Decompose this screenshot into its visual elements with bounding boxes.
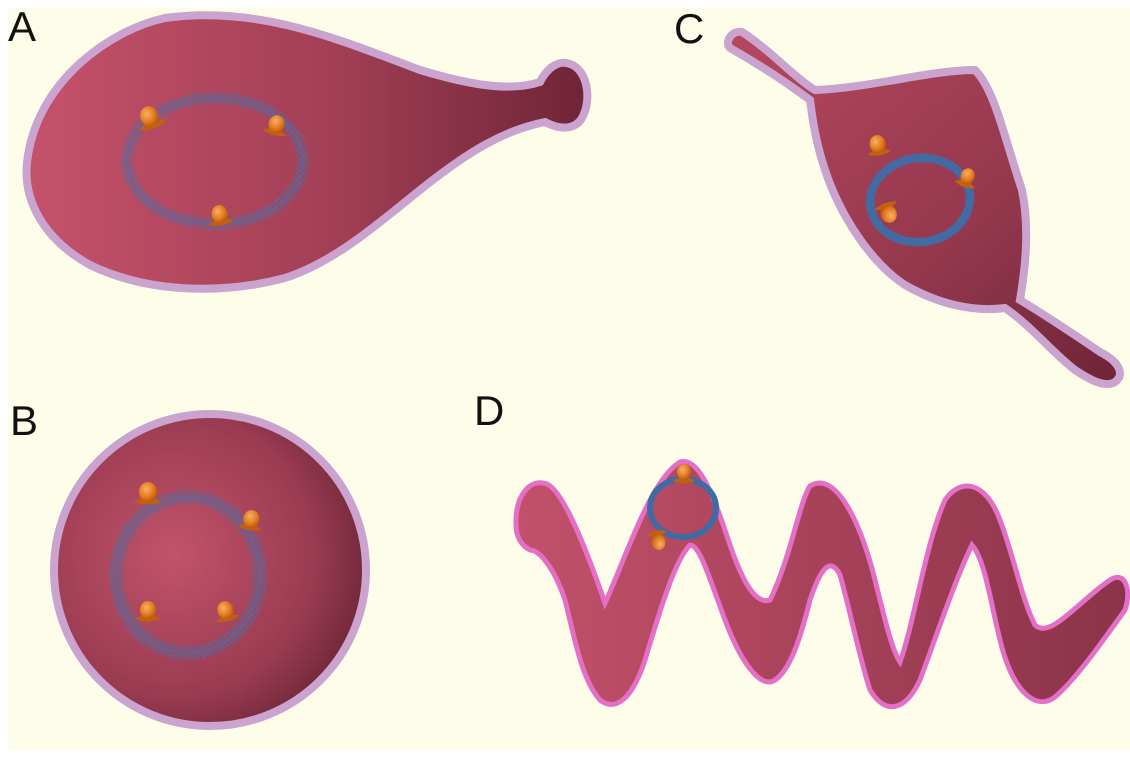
- panel-label-d: D: [474, 390, 504, 432]
- cell-d: [516, 461, 1128, 706]
- panel-label-b: B: [10, 400, 38, 442]
- cell-a: [27, 15, 588, 289]
- cell-d-body: [516, 461, 1128, 706]
- panel-label-c: C: [674, 8, 704, 50]
- cell-c-body: [728, 32, 1120, 384]
- cell-c: [728, 32, 1120, 384]
- cell-b: [54, 414, 366, 726]
- panel-label-a: A: [8, 6, 36, 48]
- cell-b-body: [54, 414, 366, 726]
